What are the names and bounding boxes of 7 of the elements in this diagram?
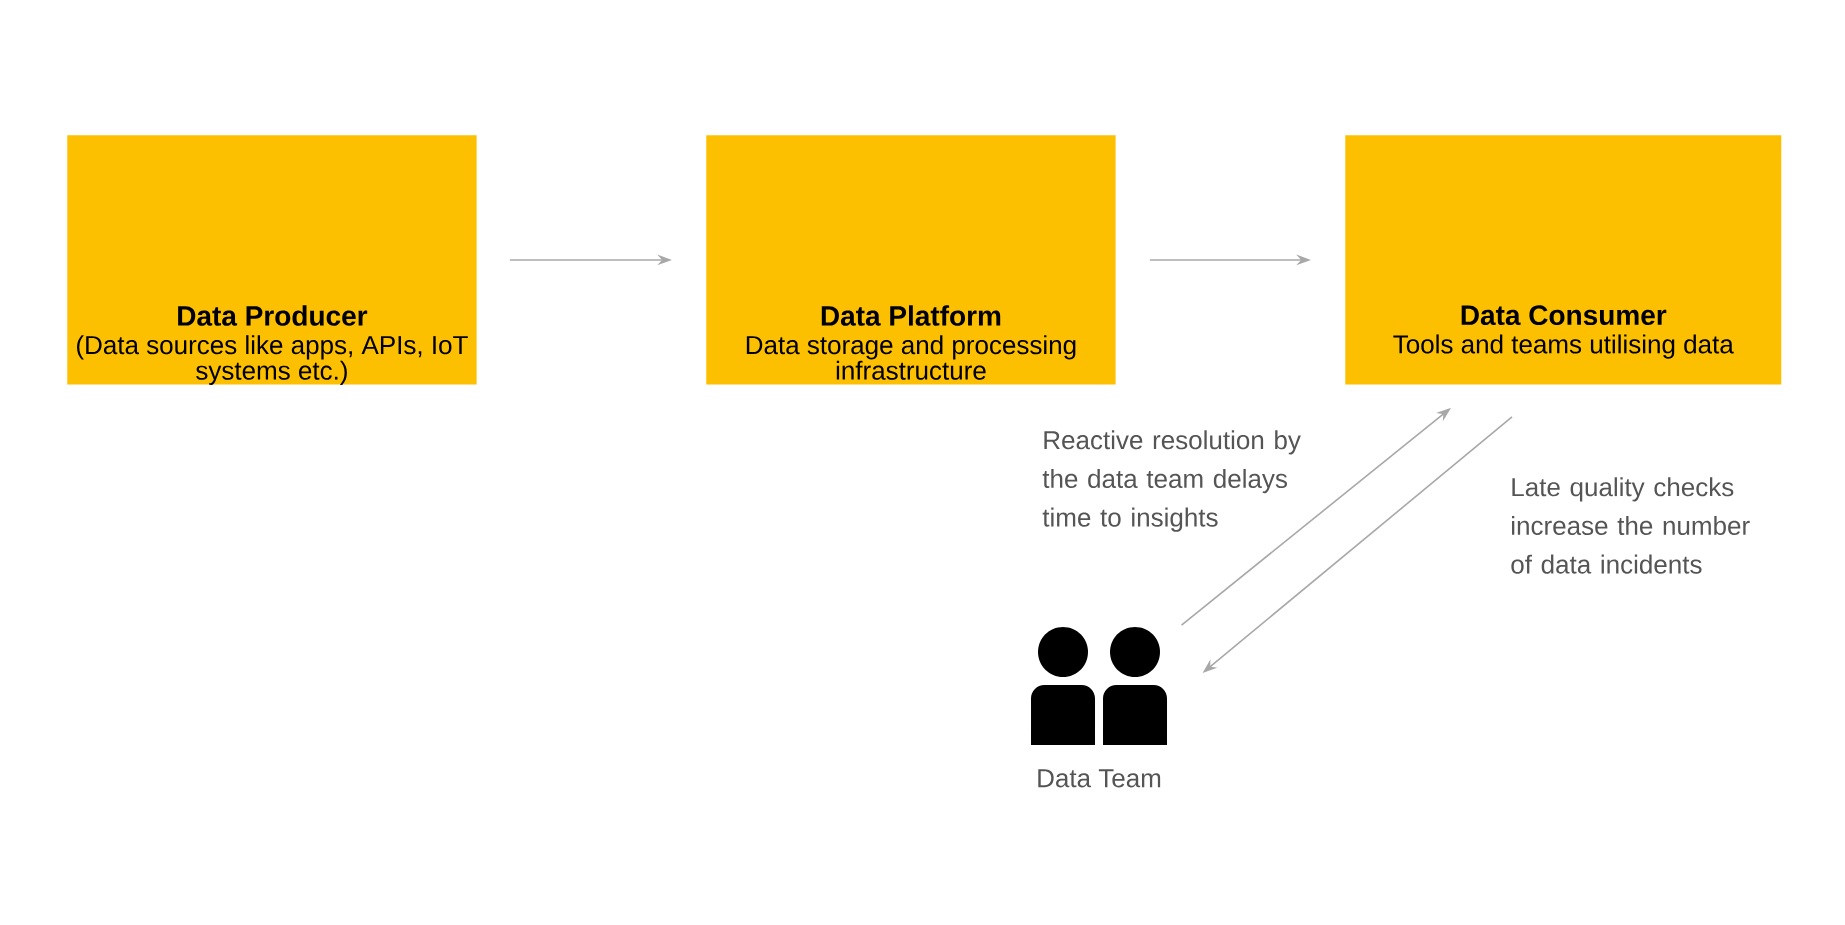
people-icon <box>1031 627 1167 745</box>
process-box: Data Platform Data storage and processing infrastructure <box>706 135 1116 385</box>
edge-label: Late quality checks increase the number of data incidents <box>1511 477 1750 574</box>
edge-label: Reactive resolution by the data team delays time to insights <box>1042 430 1301 532</box>
person-caption: Data Team <box>1038 769 1161 788</box>
process-box: Data Consumer Tools and teams utilising data <box>1345 135 1782 385</box>
process-box: Data Producer (Data sources like apps, APIs, IoT systems etc.) <box>67 135 477 385</box>
